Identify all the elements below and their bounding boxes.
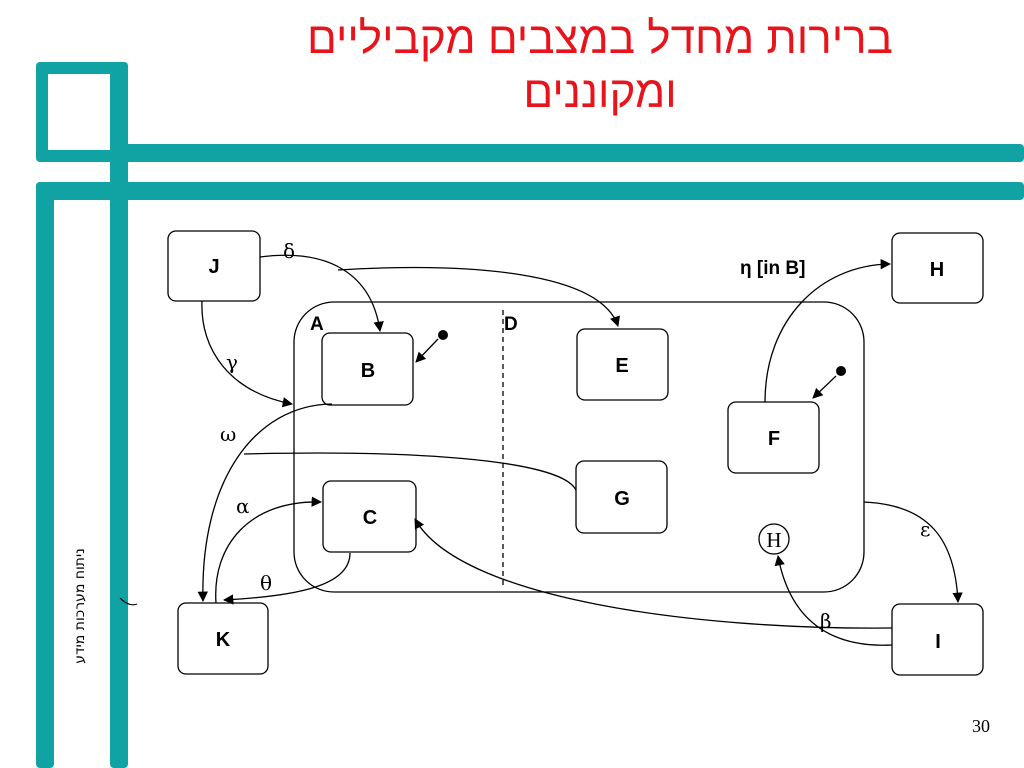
transition-a-to-i[interactable]: [863, 501, 963, 604]
svg-text:H: H: [766, 528, 781, 552]
superstate-container: [293, 301, 865, 593]
label-omega: ω: [220, 422, 236, 446]
slide-number: 30: [972, 716, 990, 736]
state-h[interactable]: H: [891, 232, 984, 304]
title-line-1: ברירות מחדל במצבים מקביליים: [306, 14, 893, 63]
history-state[interactable]: H: [758, 523, 790, 555]
title-line-2: ומקוננים: [523, 68, 677, 117]
svg-text:J: J: [208, 256, 219, 278]
label-beta: β: [820, 609, 832, 633]
transition-i-to-c[interactable]: [414, 518, 893, 629]
svg-text:C: C: [363, 507, 377, 529]
transition-c-to-k[interactable]: [222, 552, 351, 605]
frame-top-bar: [110, 144, 1024, 162]
svg-text:G: G: [614, 488, 630, 510]
transition-j-to-e[interactable]: [337, 266, 620, 327]
state-j[interactable]: J: [167, 230, 261, 302]
transition-b-to-k[interactable]: [197, 403, 333, 603]
label-alpha: α: [236, 494, 250, 518]
state-i[interactable]: I: [891, 603, 984, 676]
default-entry-b: [415, 330, 448, 363]
transition-j-to-a[interactable]: [201, 300, 294, 408]
region-label-a: A: [310, 314, 324, 335]
frame-top-box-inner: [48, 74, 116, 150]
transition-k-to-c[interactable]: [215, 496, 323, 604]
svg-text:E: E: [615, 355, 628, 377]
slide-title: ברירות מחדל במצבים מקביליים ומקוננים: [180, 12, 1020, 120]
caption-mark: [119, 597, 138, 606]
label-theta: θ: [260, 571, 272, 595]
state-c[interactable]: C: [322, 480, 417, 553]
frame-right-post: [110, 62, 128, 768]
frame-left-post: [36, 182, 54, 768]
state-f[interactable]: F: [727, 401, 820, 474]
svg-text:F: F: [768, 428, 780, 450]
svg-text:B: B: [361, 360, 375, 382]
state-b[interactable]: B: [321, 332, 414, 406]
label-epsilon: ε: [920, 517, 930, 541]
state-g[interactable]: G: [575, 460, 668, 534]
state-e[interactable]: E: [576, 328, 669, 401]
label-gamma: γ: [226, 350, 238, 374]
default-entry-f: [812, 366, 846, 399]
frame-mid-bar: [36, 182, 1024, 200]
label-delta: δ: [283, 239, 295, 263]
svg-text:K: K: [216, 629, 231, 651]
state-k[interactable]: K: [177, 602, 269, 675]
svg-text:I: I: [935, 631, 941, 653]
transition-omega-to-g[interactable]: [243, 452, 577, 491]
svg-text:H: H: [930, 259, 944, 281]
transition-f-to-h[interactable]: [764, 258, 892, 403]
label-eta-in-b: η [in B]: [740, 258, 805, 279]
region-label-d: D: [504, 314, 518, 335]
transition-i-to-history[interactable]: [774, 554, 893, 646]
